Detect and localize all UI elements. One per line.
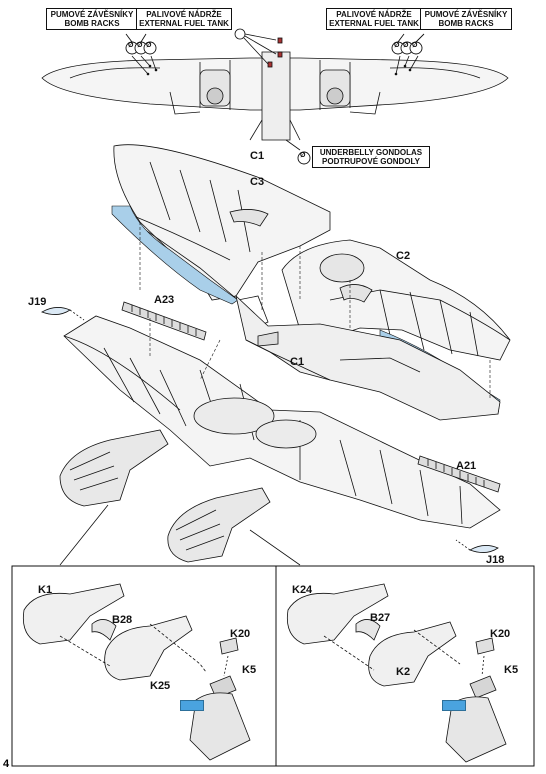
drill-symbol: Ø (137, 42, 143, 49)
callout-line-cz: PALIVOVÉ NÁDRŽE (146, 10, 222, 19)
label-k2: K2 (396, 666, 411, 678)
label-c1-mid: C1 (290, 356, 305, 368)
wingtip-light-j19 (41, 307, 85, 321)
inset-pointer-lines (59, 504, 301, 566)
left-bomb-racks-callout: PUMOVÉ ZÁVĚSNÍKY BOMB RACKS (46, 8, 138, 30)
engine-nacelle-left (59, 429, 169, 507)
flap-strip-a21 (417, 455, 501, 493)
drill-symbol: Ø (394, 42, 400, 49)
label-b27: B27 (370, 612, 391, 624)
label-j19: J19 (28, 296, 47, 308)
lower-wing-assembly (63, 315, 501, 529)
engine-nacelle-right (167, 487, 271, 563)
label-j18: J18 (486, 554, 505, 566)
wing-underside-view (41, 28, 509, 151)
drill-symbol: Ø (128, 42, 134, 49)
flap-strip-a23 (121, 301, 207, 341)
left-fuel-tank-callout: PALIVOVÉ NÁDRŽE EXTERNAL FUEL TANK (136, 8, 232, 30)
label-c3: C3 (250, 176, 265, 188)
callout-line-en: UNDERBELLY GONDOLAS (319, 148, 423, 157)
label-k25: K25 (150, 680, 171, 692)
right-inset-drawing (286, 583, 507, 763)
label-k1: K1 (38, 584, 53, 596)
callout-line-en: EXTERNAL FUEL TANK (329, 19, 419, 28)
drill-symbol: Ø (412, 42, 418, 49)
drill-symbol: Ø (403, 42, 409, 49)
label-k24: K24 (292, 584, 313, 596)
label-b28: B28 (112, 614, 133, 626)
label-k20: K20 (490, 628, 511, 640)
callout-line-cz: PALIVOVÉ NÁDRŽE (336, 10, 412, 19)
upper-wing-c3-part (113, 144, 331, 331)
callout-line-en: BOMB RACKS (438, 19, 494, 28)
callout-line-cz: PUMOVÉ ZÁVĚSNÍKY (424, 10, 508, 19)
etched-part-marker (442, 700, 466, 711)
callout-line-en: EXTERNAL FUEL TANK (139, 19, 229, 28)
underbelly-gondolas-callout: UNDERBELLY GONDOLAS PODTRUPOVÉ GONDOLY (312, 146, 430, 168)
lower-wing-c1-part (235, 294, 501, 421)
label-k5: K5 (504, 664, 519, 676)
label-c2: C2 (396, 250, 411, 262)
etched-part-marker (180, 700, 204, 711)
wingtip-light-j18 (455, 539, 499, 553)
drill-hole-markers (125, 33, 425, 165)
callout-line-cz: PUMOVÉ ZÁVĚSNÍKY (50, 10, 134, 19)
right-inset-frame (275, 565, 535, 767)
page-number: 4 (3, 758, 10, 770)
label-k5: K5 (242, 664, 257, 676)
masking-area-left (111, 205, 239, 305)
drill-symbol: Ø (300, 152, 306, 159)
callout-line-en: BOMB RACKS (64, 19, 120, 28)
left-inset-drawing (22, 583, 251, 761)
label-c1-top: C1 (250, 150, 265, 162)
label-a21: A21 (456, 460, 477, 472)
callout-line-cz: PODTRUPOVÉ GONDOLY (322, 157, 420, 166)
right-fuel-tank-callout: PALIVOVÉ NÁDRŽE EXTERNAL FUEL TANK (326, 8, 422, 30)
label-a23: A23 (154, 294, 175, 306)
right-bomb-racks-callout: PUMOVÉ ZÁVĚSNÍKY BOMB RACKS (420, 8, 512, 30)
assembly-guide-lines (139, 222, 491, 400)
label-k20: K20 (230, 628, 251, 640)
drill-symbol: Ø (146, 42, 152, 49)
